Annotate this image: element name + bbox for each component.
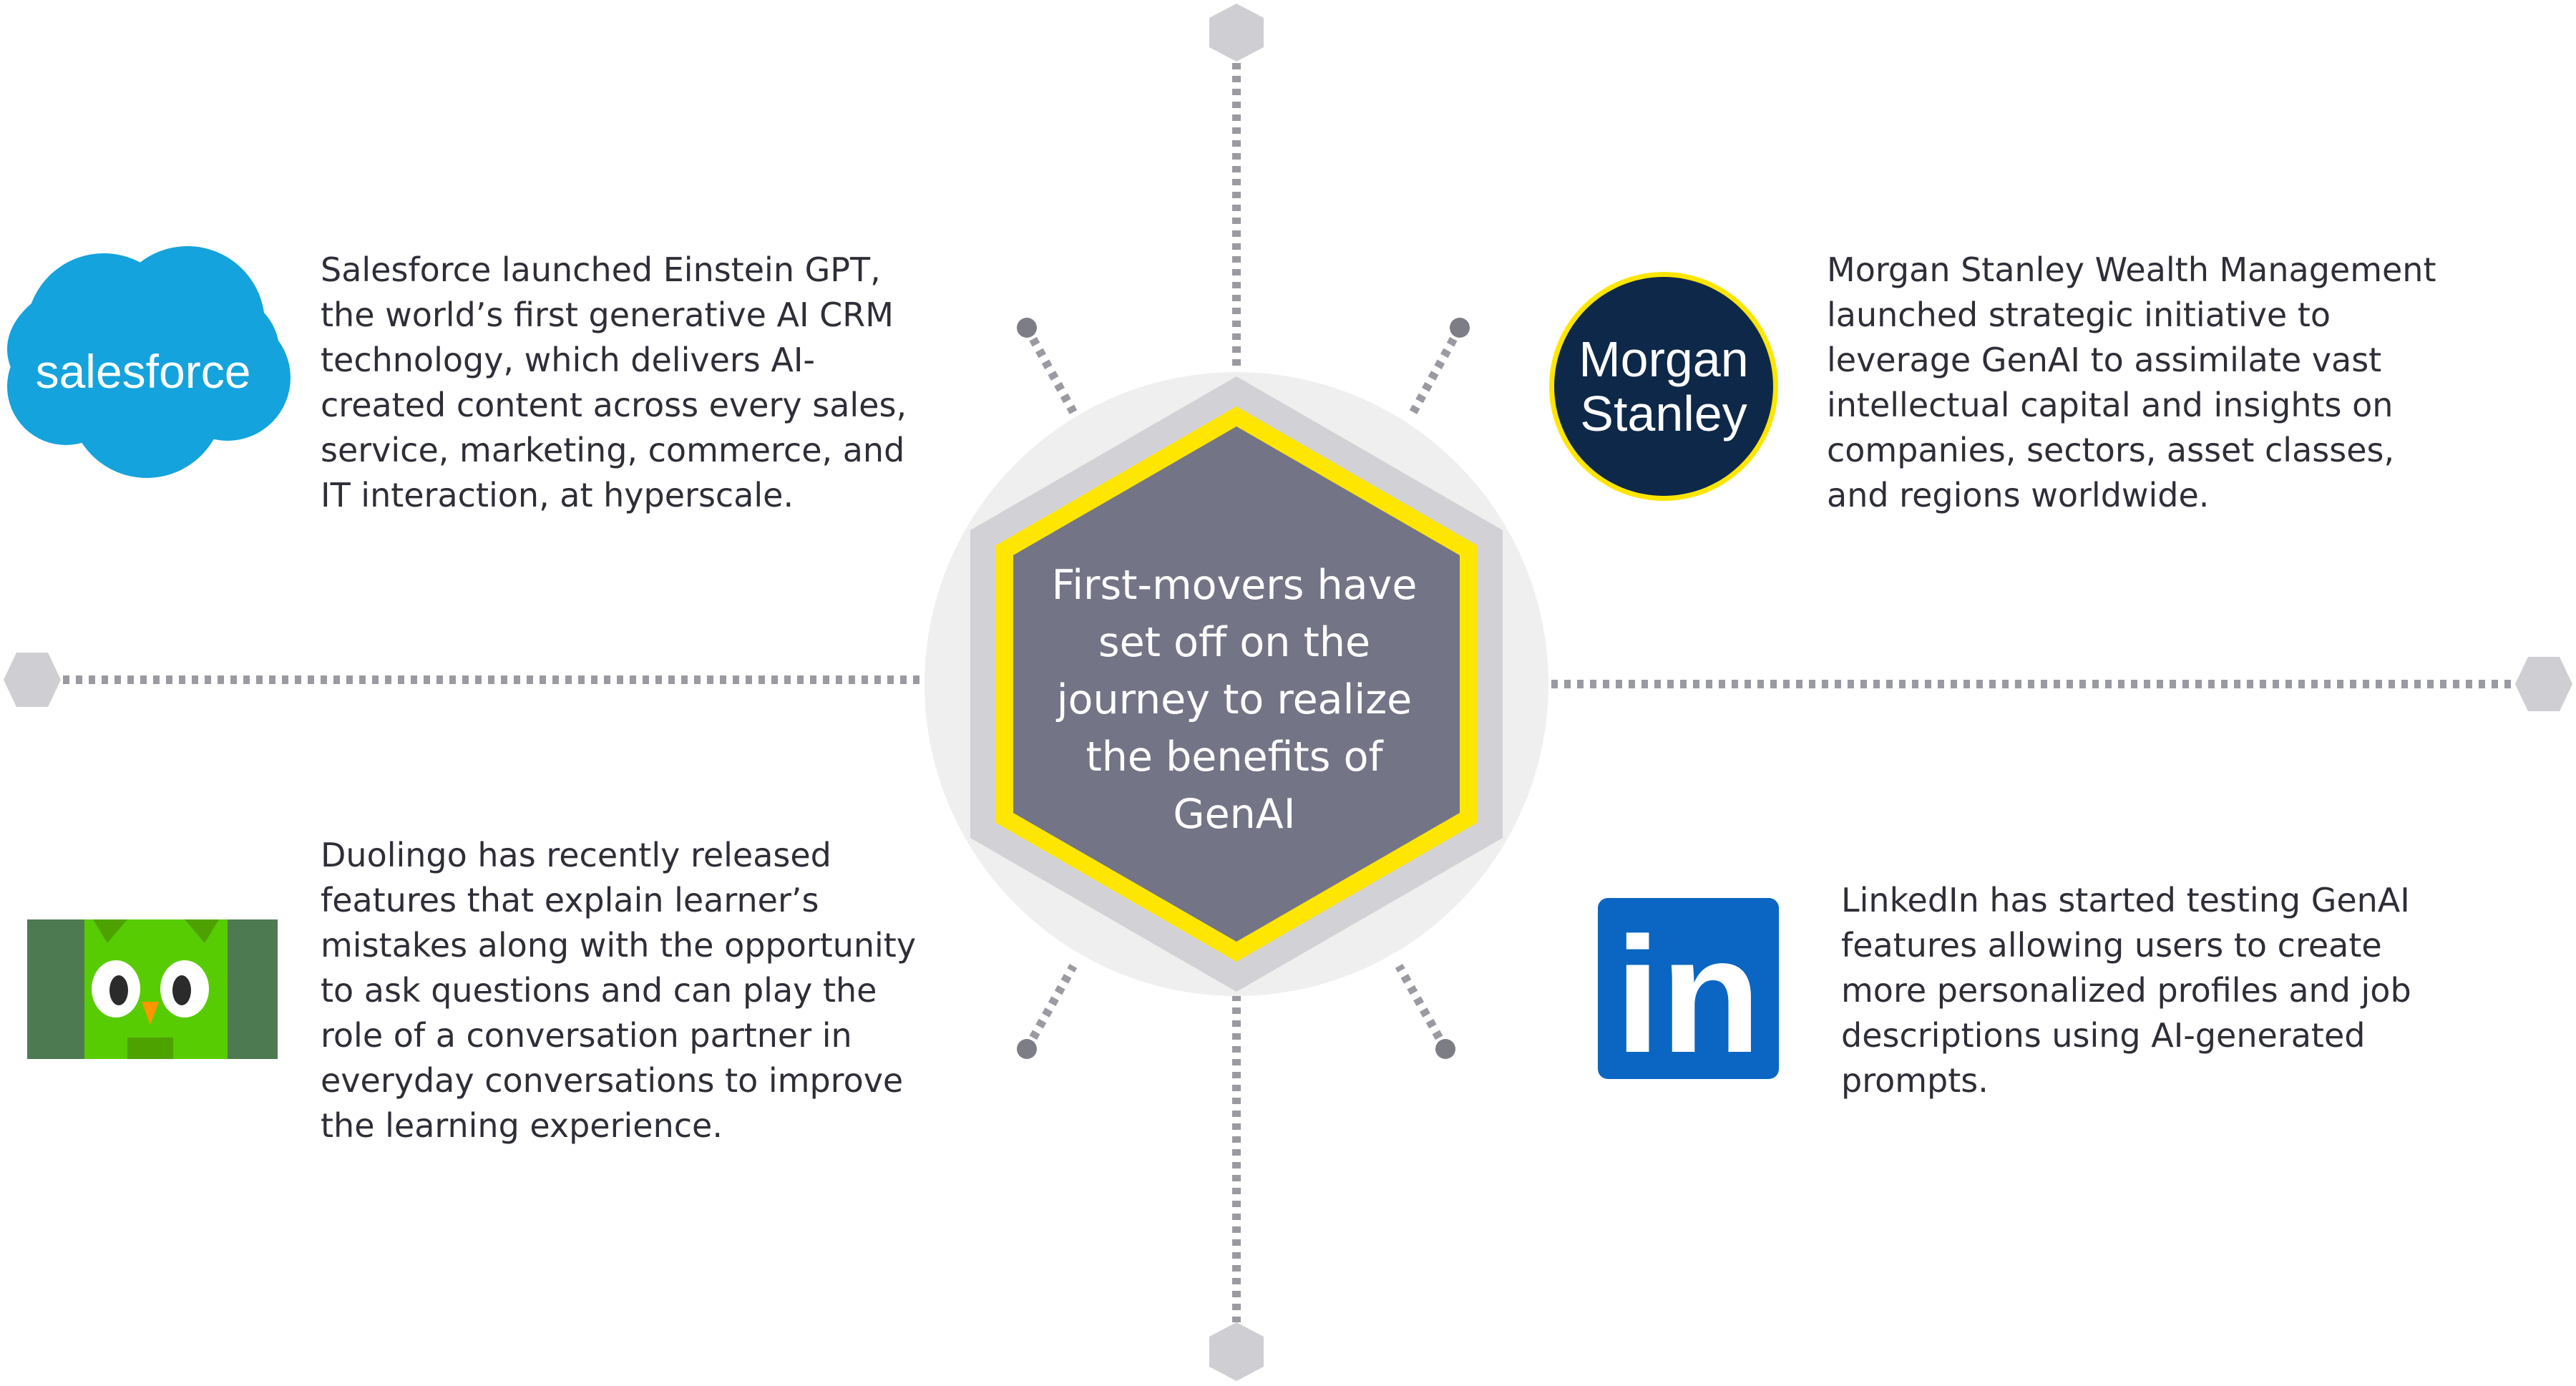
- salesforce-logo-text: salesforce: [36, 345, 251, 398]
- description-line: Morgan Stanley Wealth Management: [1827, 250, 2436, 289]
- connectors: [63, 63, 2515, 1322]
- description-line: mistakes along with the opportunity: [321, 926, 917, 965]
- description-line: features allowing users to create: [1841, 926, 2382, 965]
- end-hex-top: [1209, 4, 1264, 62]
- linkedin-logo-text: in: [1615, 903, 1761, 1087]
- endpoint-dots: [1017, 318, 1470, 1059]
- description-line: the learning experience.: [321, 1106, 723, 1145]
- description-line: leverage GenAI to assimilate vast: [1827, 341, 2382, 379]
- endpoint-dot: [1435, 1039, 1455, 1059]
- center-title-line: First-movers have: [1051, 562, 1418, 609]
- end-hexagons: [4, 4, 2572, 1381]
- end-hex-bottom: [1209, 1322, 1264, 1381]
- description-line: companies, sectors, asset classes,: [1827, 431, 2395, 469]
- description-line: technology, which delivers AI-: [321, 341, 816, 379]
- description-line: more personalized profiles and job: [1841, 971, 2411, 1010]
- duolingo-owl-icon: [27, 919, 278, 1059]
- description-line: launched strategic initiative to: [1827, 296, 2331, 334]
- description-line: role of a conversation partner in: [321, 1016, 852, 1055]
- description-line: and regions worldwide.: [1827, 476, 2210, 514]
- linkedin-logo: in: [1598, 898, 1779, 1087]
- center-title-line: journey to realize: [1056, 676, 1413, 723]
- description-line: LinkedIn has started testing GenAI: [1841, 881, 2410, 919]
- duolingo-description: Duolingo has recently released features …: [321, 833, 916, 1148]
- description-line: the world’s first generative AI CRM: [321, 296, 894, 334]
- description-line: IT interaction, at hyperscale.: [321, 476, 794, 514]
- description-line: Salesforce launched Einstein GPT,: [321, 250, 881, 289]
- center-title-line: GenAI: [1173, 791, 1296, 838]
- center-hexagon: [1013, 426, 1460, 942]
- morgan-stanley-description: Morgan Stanley Wealth Management launche…: [1827, 248, 2436, 518]
- description-line: intellectual capital and insights on: [1827, 386, 2394, 424]
- description-line: created content across every sales,: [321, 386, 907, 424]
- description-line: prompts.: [1841, 1061, 1989, 1100]
- salesforce-logo: salesforce: [7, 246, 291, 478]
- endpoint-dot: [1017, 1039, 1037, 1059]
- connector-upper-right: [1409, 326, 1464, 414]
- connector-lower-right: [1395, 964, 1450, 1051]
- linkedin-description: LinkedIn has started testing GenAI featu…: [1841, 878, 2411, 1103]
- endpoint-dot: [1017, 318, 1037, 338]
- end-hex-left: [4, 653, 61, 707]
- morgan-stanley-logo-line2: Stanley: [1580, 386, 1747, 441]
- connector-upper-left: [1023, 326, 1078, 414]
- description-line: descriptions using AI-generated: [1841, 1016, 2366, 1055]
- description-line: everyday conversations to improve: [321, 1061, 904, 1100]
- connector-lower-left: [1023, 964, 1078, 1051]
- salesforce-description: Salesforce launched Einstein GPT, the wo…: [321, 248, 907, 518]
- center-title-line: set off on the: [1098, 619, 1371, 666]
- description-line: to ask questions and can play the: [321, 971, 877, 1010]
- morgan-stanley-logo: Morgan Stanley: [1549, 272, 1778, 501]
- description-line: features that explain learner’s: [321, 881, 819, 919]
- end-hex-right: [2515, 657, 2572, 711]
- description-line: Duolingo has recently released: [321, 836, 831, 874]
- endpoint-dot: [1450, 318, 1470, 338]
- center-title: First-movers have set off on the journey…: [973, 557, 1496, 843]
- morgan-stanley-logo-line1: Morgan: [1579, 331, 1748, 387]
- center-title-line: the benefits of: [1085, 733, 1383, 781]
- description-line: service, marketing, commerce, and: [321, 431, 905, 469]
